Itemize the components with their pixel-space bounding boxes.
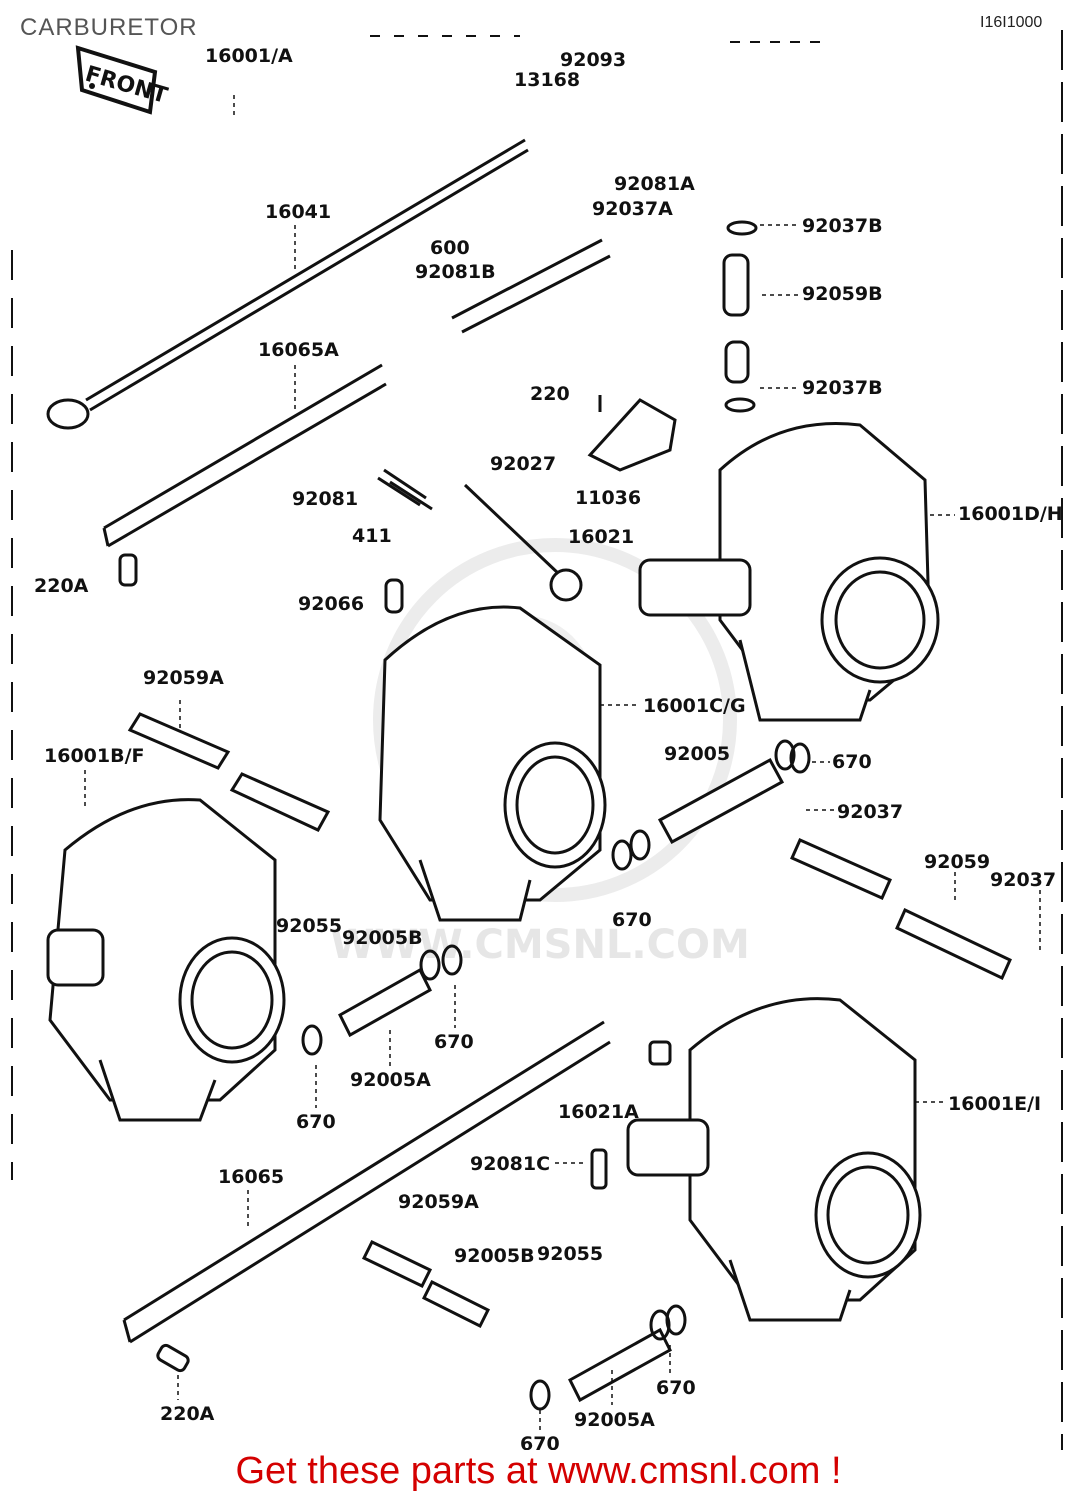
callout-label: 92059A [143, 667, 224, 689]
pipe-92059a-bottom [361, 1240, 433, 1288]
shafts [46, 138, 611, 1344]
callout-label: 16021 [568, 526, 634, 548]
leader-lines [84, 95, 1041, 1432]
callout-label: 92093 [560, 49, 626, 71]
pipe-92059b-lower [724, 340, 750, 384]
callout-label: 16001E/I [948, 1093, 1041, 1115]
callout-label: 92066 [298, 593, 364, 615]
callout-label: 92037B [802, 377, 883, 399]
callout-label: 670 [296, 1111, 336, 1133]
callout-label: 16065 [218, 1166, 284, 1188]
callout-labels: 16001/A 92093 13168 92081A 92037A 16041 … [34, 45, 1063, 1450]
needle-knob-16021 [549, 568, 583, 602]
callout-label: 220A [160, 1403, 215, 1425]
callout-label: 92059A [398, 1191, 479, 1213]
callout-label: 670 [520, 1433, 560, 1450]
callout-label: 16001/A [205, 45, 293, 67]
callout-label: 92059 [924, 851, 990, 873]
callout-label: 92005 [664, 743, 730, 765]
pipe-92066 [384, 578, 404, 614]
callout-label: 11036 [575, 487, 641, 509]
joint-92005 [657, 757, 785, 845]
callout-label: 92055 [537, 1243, 603, 1265]
parts-link-banner[interactable]: Get these parts at www.cmsnl.com ! [235, 1450, 842, 1492]
clip-92037b-top [726, 220, 758, 236]
carburetor-16001ei [626, 997, 922, 1322]
callout-label: 16021A [558, 1101, 639, 1123]
carburetor-16001cg [378, 605, 607, 922]
callout-label: 92037 [837, 801, 903, 823]
callout-label: 92059B [802, 283, 883, 305]
pipe-92059b [722, 253, 750, 317]
callout-label: 220A [34, 575, 89, 597]
callout-label: 92081A [614, 173, 695, 195]
screw-220a-bottom [156, 1343, 190, 1373]
callout-label: 670 [434, 1031, 474, 1053]
exploded-parts-diagram: WWW.CMSNL.COM FRONT [11, 30, 1063, 1450]
carburetor-16001bf [46, 798, 286, 1122]
callout-label: 92081B [415, 261, 496, 283]
joint-92005a-left [338, 967, 432, 1038]
carburetor-bodies [46, 421, 940, 1322]
callout-label: 16001B/F [44, 745, 145, 767]
callout-label: 16001D/H [958, 503, 1063, 525]
choke-shaft-16065a [102, 363, 387, 548]
needle-16021 [463, 483, 562, 577]
callout-label: 92055 [276, 915, 342, 937]
callout-label: 220 [530, 383, 570, 405]
callout-label: 600 [430, 237, 470, 259]
spring-92081c [590, 1148, 608, 1190]
carburetor-16001dh [638, 421, 940, 722]
callout-label: 670 [656, 1377, 696, 1399]
callout-label: 16041 [265, 201, 331, 223]
link-plate-600 [451, 238, 611, 334]
callout-label: 13168 [514, 69, 580, 91]
bracket-11036 [587, 398, 677, 472]
reference-code: I16I1000 [980, 14, 1043, 31]
screw-220a-top [118, 553, 138, 587]
pipe-92037-right [895, 907, 1012, 981]
joint-92005a-bottom [568, 1327, 672, 1403]
sheet-border [11, 30, 1063, 1450]
choke-shaft-16065 [122, 1020, 611, 1344]
spring-92081 [377, 468, 433, 511]
callout-label: 92037 [990, 869, 1056, 891]
callout-label: 92037A [592, 198, 673, 220]
page-title: CARBURETOR [20, 14, 198, 41]
small-parts [118, 220, 1012, 1403]
callout-label: 92005B [454, 1245, 535, 1267]
pipe-92059a-top [127, 712, 231, 770]
callout-label: 92005B [342, 927, 423, 949]
front-direction-stamp: FRONT [75, 45, 170, 115]
callout-label: 670 [612, 909, 652, 931]
callout-label: 411 [352, 525, 392, 547]
callout-label: 92081C [470, 1153, 550, 1175]
throttle-shaft-16041 [46, 138, 529, 430]
o-rings-670 [301, 739, 811, 1411]
watermark-url: WWW.CMSNL.COM [330, 922, 750, 968]
callout-label: 92081 [292, 488, 358, 510]
pipe-92059a-top-2 [229, 772, 331, 832]
callout-label: 92005A [574, 1409, 655, 1431]
callout-label: 92037B [802, 215, 883, 237]
callout-label: 92005A [350, 1069, 431, 1091]
pipe-92059-right [790, 838, 892, 900]
callout-label: 16065A [258, 339, 339, 361]
clip-92037b-mid [724, 397, 756, 413]
callout-label: 92027 [490, 453, 556, 475]
callout-label: 16001C/G [643, 695, 746, 717]
nut-16021a [648, 1040, 672, 1066]
pipe-92059a-bottom-2 [421, 1279, 491, 1329]
callout-label: 670 [832, 751, 872, 773]
